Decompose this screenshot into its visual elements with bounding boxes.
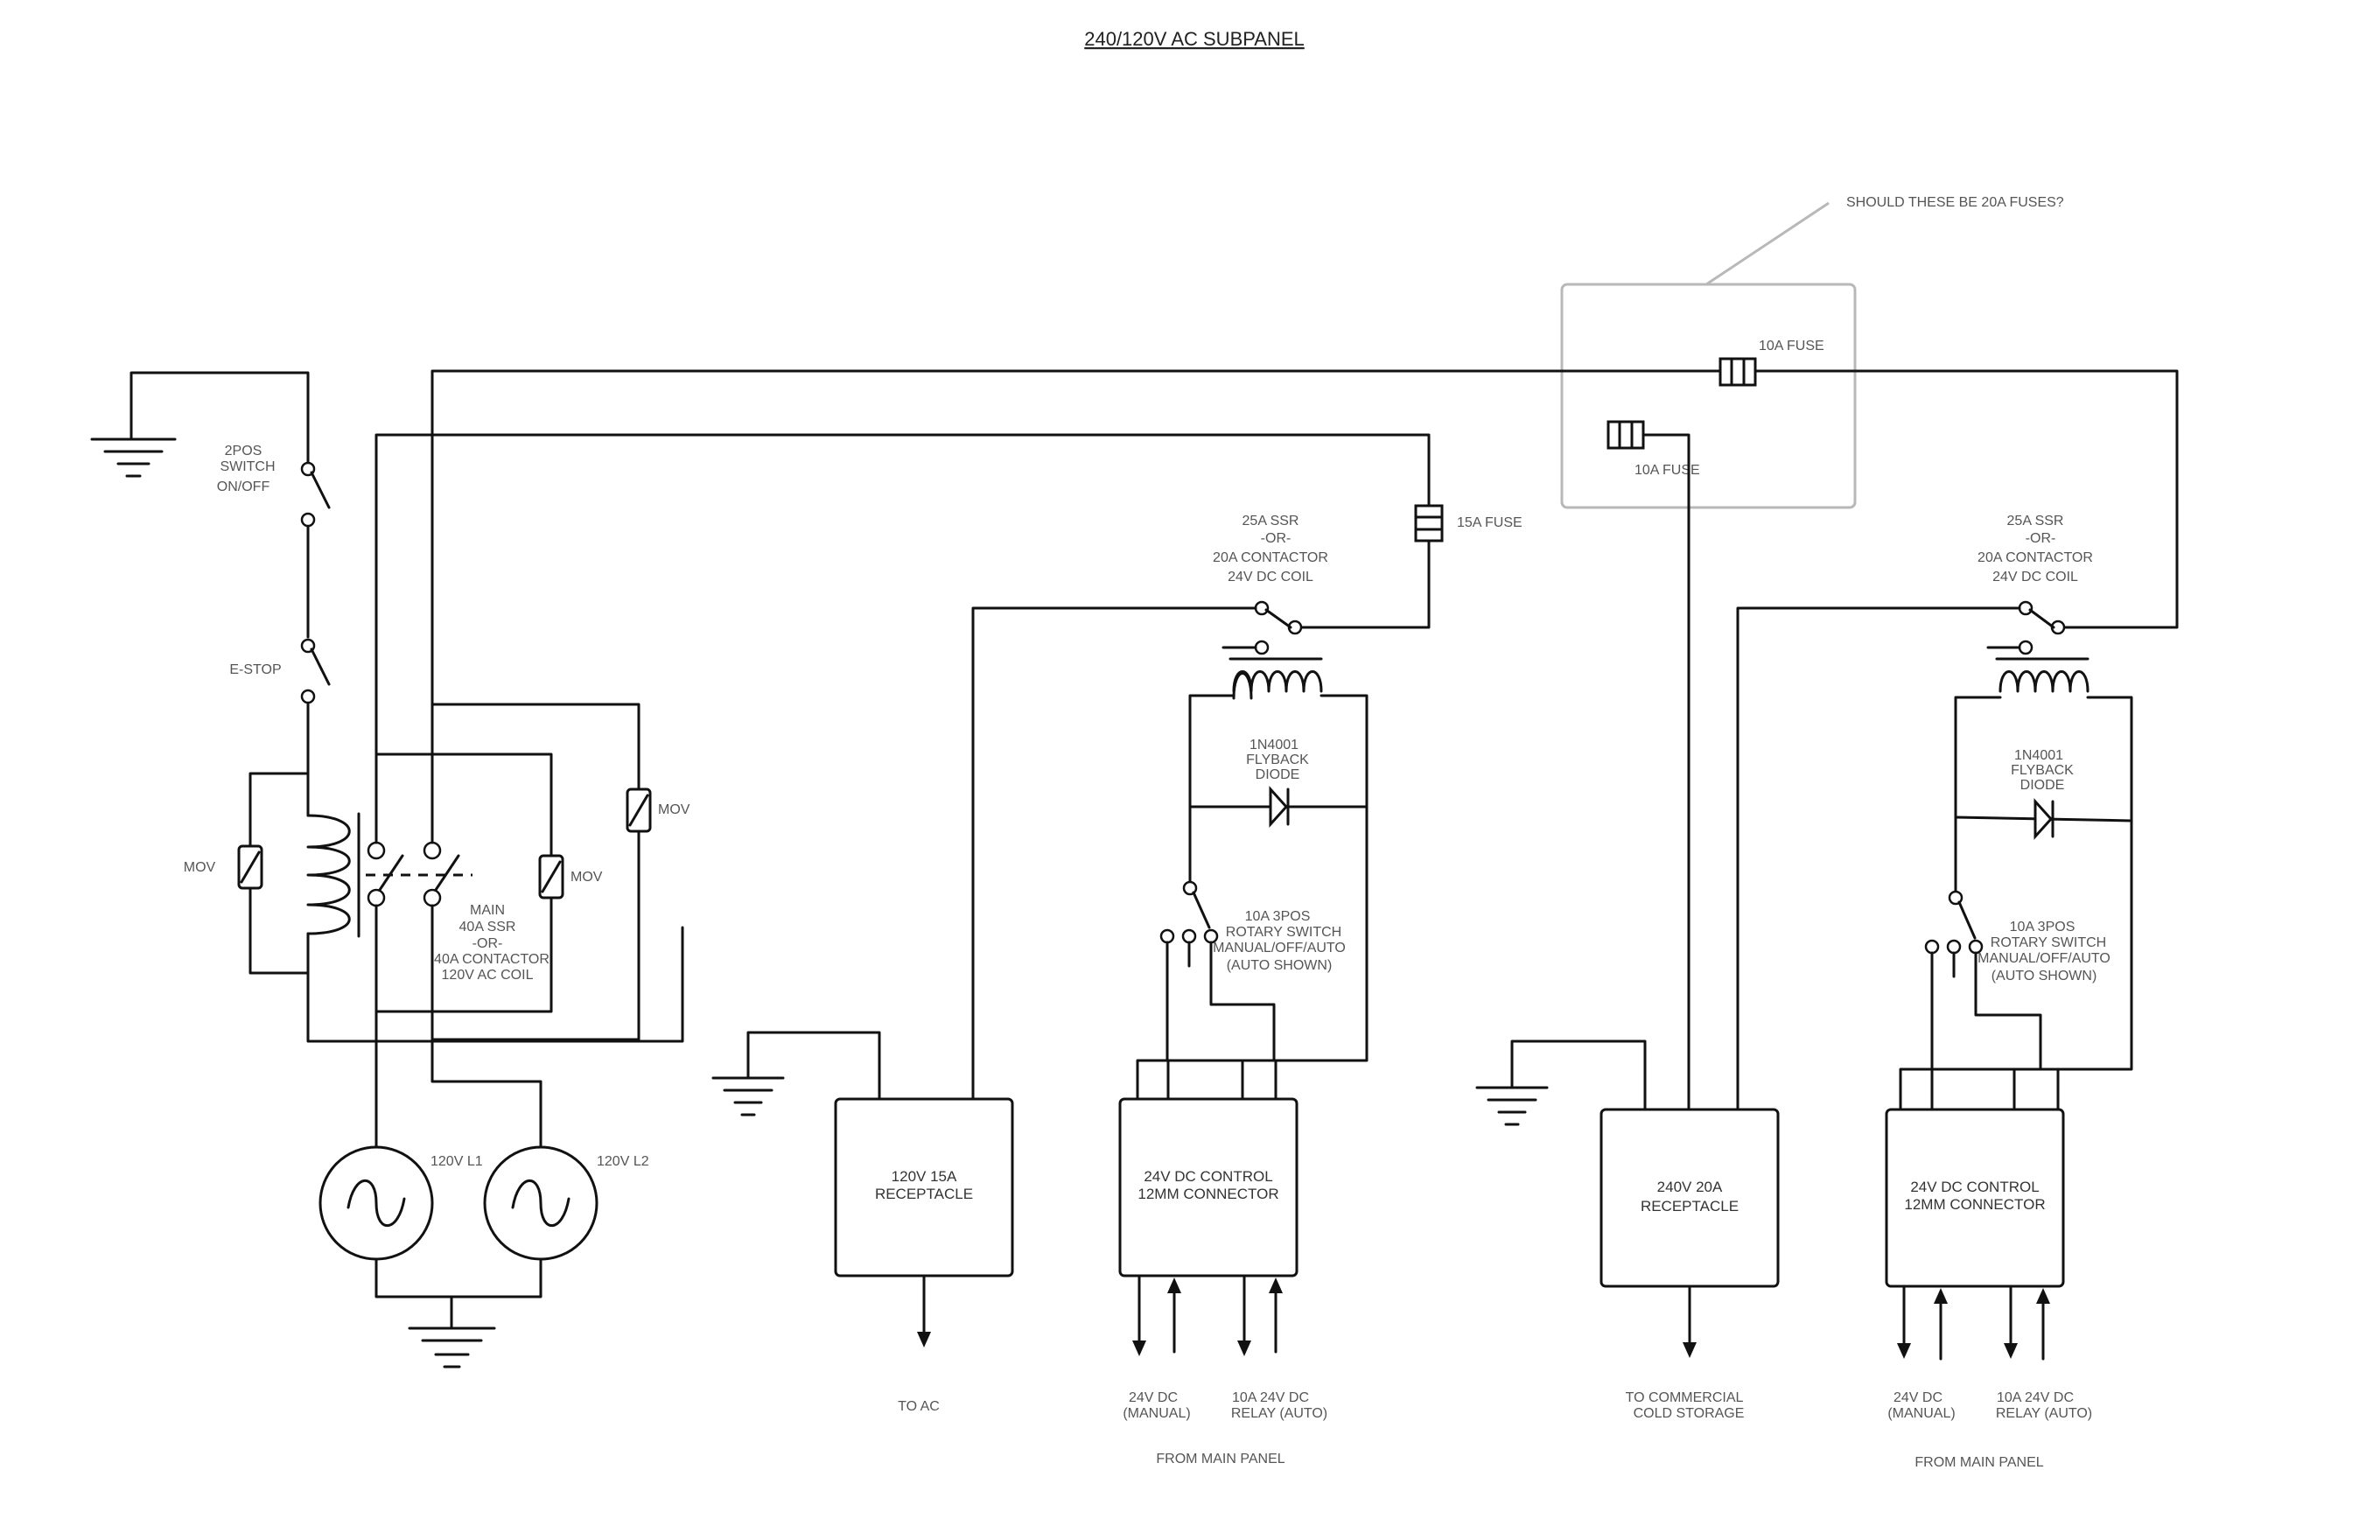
svg-text:10A FUSE: 10A FUSE: [1759, 339, 1824, 354]
svg-text:1N4001: 1N4001: [2014, 748, 2063, 763]
rotary-switch-2: 10A 3POS ROTARY SWITCH MANUAL/OFF/AUTO (…: [1924, 890, 2110, 1071]
svg-text:12MM CONNECTOR: 12MM CONNECTOR: [1904, 1196, 2045, 1213]
svg-text:TO COMMERCIAL: TO COMMERCIAL: [1626, 1390, 1744, 1405]
ground-symbol-top-left: [90, 438, 177, 478]
svg-text:10A 24V DC: 10A 24V DC: [1232, 1390, 1309, 1405]
svg-text:(AUTO SHOWN): (AUTO SHOWN): [1992, 969, 2097, 984]
svg-text:RECEPTACLE: RECEPTACLE: [875, 1186, 973, 1202]
ground-symbol-120v-receptacle: [711, 1076, 785, 1116]
fuse-10a-upper: 10A FUSE: [1718, 339, 1824, 387]
svg-text:1N4001: 1N4001: [1250, 738, 1298, 752]
svg-text:2POS: 2POS: [225, 444, 262, 458]
main-contacts: [366, 841, 472, 907]
svg-text:RELAY (AUTO): RELAY (AUTO): [1996, 1406, 2092, 1421]
ssr-240v-branch: 25A SSR -OR- 20A CONTACTOR 24V DC COIL: [1736, 514, 2093, 1111]
svg-text:(AUTO SHOWN): (AUTO SHOWN): [1227, 958, 1333, 973]
svg-text:MAIN: MAIN: [470, 903, 505, 918]
svg-text:MOV: MOV: [658, 802, 690, 817]
connector1-top-wires: [1136, 1059, 1278, 1101]
svg-text:(MANUAL): (MANUAL): [1123, 1406, 1190, 1421]
svg-text:-OR-: -OR-: [472, 936, 503, 951]
svg-text:ROTARY SWITCH: ROTARY SWITCH: [1226, 925, 1341, 940]
svg-text:-OR-: -OR-: [1261, 531, 1292, 546]
svg-text:120V L1: 120V L1: [430, 1154, 483, 1169]
svg-text:TO AC: TO AC: [898, 1399, 940, 1414]
svg-text:120V L2: 120V L2: [597, 1154, 649, 1169]
source-l1: 120V L1: [318, 1145, 483, 1261]
rotary-switch-1: 10A 3POS ROTARY SWITCH MANUAL/OFF/AUTO (…: [1159, 880, 1346, 1062]
svg-text:10A 3POS: 10A 3POS: [1245, 909, 1311, 924]
l2-bus-wiring: [430, 369, 2179, 1148]
dc-connector-2: 24V DC CONTROL 12MM CONNECTOR 24V DC (MA…: [1885, 1108, 2092, 1470]
flyback-diode-1: 1N4001 FLYBACK DIODE: [1246, 738, 1309, 828]
svg-text:DIODE: DIODE: [1256, 767, 1300, 782]
l1-to-240v-receptacle: [1642, 433, 1690, 1111]
diagram-title: 240/120V AC SUBPANEL: [1084, 28, 1305, 50]
svg-text:DIODE: DIODE: [2020, 778, 2065, 793]
svg-text:10A 3POS: 10A 3POS: [2010, 920, 2076, 934]
svg-text:FROM MAIN PANEL: FROM MAIN PANEL: [1156, 1452, 1284, 1466]
fuse-note-callout: SHOULD THESE BE 20A FUSES?: [1560, 195, 2064, 509]
svg-text:RELAY (AUTO): RELAY (AUTO): [1231, 1406, 1327, 1421]
flyback-diode-2: 1N4001 FLYBACK DIODE: [2011, 748, 2074, 840]
source-l2: 120V L2: [483, 1145, 649, 1261]
ssr-120v-branch: 25A SSR -OR- 20A CONTACTOR 24V DC COIL: [971, 514, 1431, 1101]
svg-text:COLD STORAGE: COLD STORAGE: [1634, 1406, 1745, 1421]
svg-text:MANUAL/OFF/AUTO: MANUAL/OFF/AUTO: [1978, 951, 2110, 966]
svg-text:10A FUSE: 10A FUSE: [1634, 463, 1700, 478]
svg-text:FLYBACK: FLYBACK: [1246, 752, 1309, 767]
fuse-15a: 15A FUSE: [1414, 504, 1522, 542]
connector2-top-wires: [1899, 1068, 2060, 1111]
switch-2pos-on-off: 2POS SWITCH ON/OFF: [217, 444, 331, 528]
svg-text:RECEPTACLE: RECEPTACLE: [1641, 1198, 1739, 1214]
dc-connector-1: 24V DC CONTROL 12MM CONNECTOR 24V DC (MA…: [1118, 1097, 1327, 1466]
svg-text:40A SSR: 40A SSR: [459, 920, 516, 934]
main-contactor-coil: [306, 812, 360, 938]
svg-text:24V DC CONTROL: 24V DC CONTROL: [1910, 1179, 2039, 1195]
svg-text:24V DC COIL: 24V DC COIL: [1992, 570, 2078, 584]
svg-text:MANUAL/OFF/AUTO: MANUAL/OFF/AUTO: [1213, 941, 1346, 956]
ground-symbol-240v-receptacle: [1475, 1086, 1549, 1126]
svg-text:40A CONTACTOR: 40A CONTACTOR: [434, 952, 550, 967]
svg-text:MOV: MOV: [184, 860, 216, 875]
svg-text:10A 24V DC: 10A 24V DC: [1997, 1390, 2074, 1405]
mov-across-main-contacts: MOV: [538, 854, 603, 900]
svg-text:25A SSR: 25A SSR: [1242, 514, 1299, 528]
svg-text:120V AC COIL: 120V AC COIL: [442, 968, 534, 983]
fuse-10a-lower: 10A FUSE: [1606, 420, 1700, 478]
mov-across-coil: MOV: [184, 772, 310, 975]
svg-text:E-STOP: E-STOP: [229, 662, 281, 677]
svg-text:120V 15A: 120V 15A: [892, 1168, 957, 1185]
svg-text:20A CONTACTOR: 20A CONTACTOR: [1978, 550, 2093, 565]
svg-text:ROTARY SWITCH: ROTARY SWITCH: [1991, 935, 2106, 950]
control-chain-wiring: [130, 371, 684, 1043]
svg-text:24V DC: 24V DC: [1129, 1390, 1178, 1405]
svg-text:-OR-: -OR-: [2026, 531, 2056, 546]
mov-line-to-line: MOV: [626, 788, 690, 833]
svg-text:24V DC: 24V DC: [1894, 1390, 1942, 1405]
svg-text:MOV: MOV: [570, 870, 603, 885]
svg-text:FROM MAIN PANEL: FROM MAIN PANEL: [1914, 1455, 2043, 1470]
svg-text:ON/OFF: ON/OFF: [217, 480, 270, 494]
svg-text:SWITCH: SWITCH: [220, 459, 275, 474]
svg-text:25A SSR: 25A SSR: [2007, 514, 2064, 528]
svg-text:15A FUSE: 15A FUSE: [1457, 515, 1522, 530]
svg-text:20A CONTACTOR: 20A CONTACTOR: [1213, 550, 1328, 565]
main-ssr-label: MAIN 40A SSR -OR- 40A CONTACTOR 120V AC …: [434, 903, 550, 983]
svg-text:SHOULD THESE BE 20A FUSES?: SHOULD THESE BE 20A FUSES?: [1846, 195, 2064, 210]
ground-symbol-sources: [408, 1326, 496, 1368]
svg-text:FLYBACK: FLYBACK: [2011, 763, 2074, 778]
svg-text:240V 20A: 240V 20A: [1657, 1179, 1723, 1195]
estop-switch: E-STOP: [229, 638, 331, 704]
receptacle-240v-20a: 240V 20A RECEPTACLE TO COMMERCIAL COLD S…: [1510, 1040, 1780, 1421]
sources-to-ground: [374, 1257, 542, 1298]
svg-text:24V DC CONTROL: 24V DC CONTROL: [1144, 1168, 1272, 1185]
svg-text:(MANUAL): (MANUAL): [1887, 1406, 1955, 1421]
svg-text:24V DC COIL: 24V DC COIL: [1228, 570, 1313, 584]
svg-text:12MM CONNECTOR: 12MM CONNECTOR: [1138, 1186, 1278, 1202]
receptacle-120v-15a: 120V 15A RECEPTACLE TO AC: [746, 1031, 1014, 1414]
